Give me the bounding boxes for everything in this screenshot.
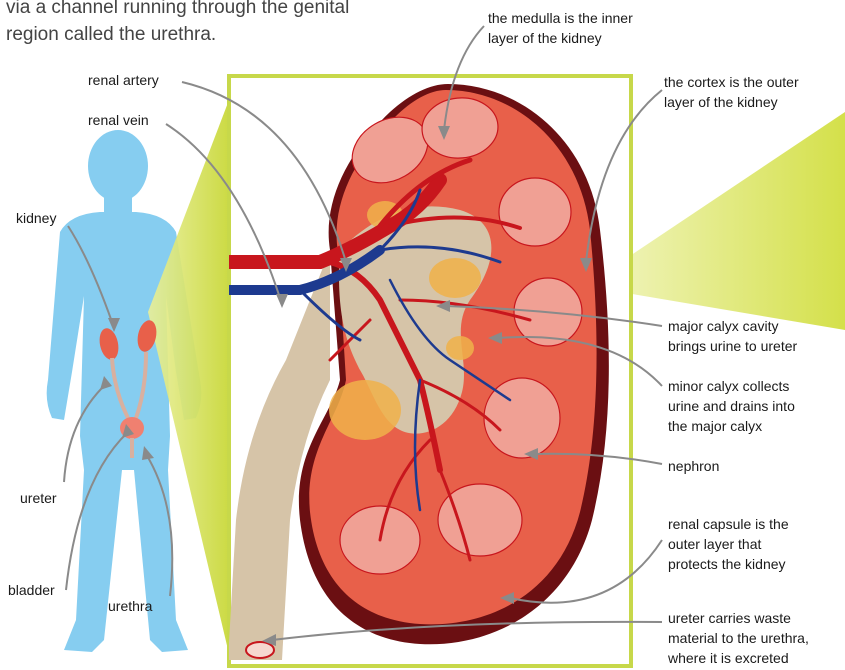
label-ureter: ureter [20,488,57,508]
label-ureter-carries: ureter carries waste material to the ure… [668,608,809,668]
ureter-cut-end [246,642,274,658]
label-major-calyx: major calyx cavity brings urine to urete… [668,316,797,356]
label-minor-calyx: minor calyx collects urine and drains in… [668,376,795,436]
label-renal-capsule: renal capsule is the outer layer that pr… [668,514,789,574]
label-renal-vein: renal vein [88,110,149,130]
label-nephron: nephron [668,456,719,476]
label-bladder: bladder [8,580,55,600]
label-medulla: the medulla is the inner layer of the ki… [488,8,633,48]
label-cortex: the cortex is the outer layer of the kid… [664,72,799,112]
label-kidney: kidney [16,208,56,228]
label-urethra: urethra [108,596,152,616]
label-renal-artery: renal artery [88,70,159,90]
